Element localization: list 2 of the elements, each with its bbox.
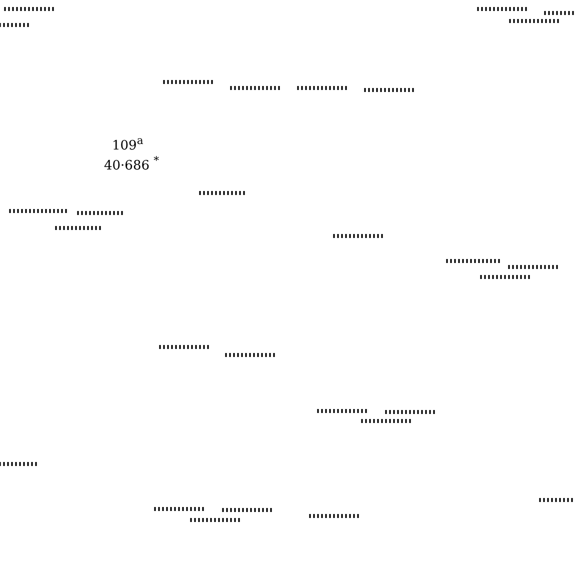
parcel-number: 109$^{a}$ bbox=[112, 136, 144, 152]
area-value: 40·686 $^{*}$ bbox=[104, 156, 160, 172]
